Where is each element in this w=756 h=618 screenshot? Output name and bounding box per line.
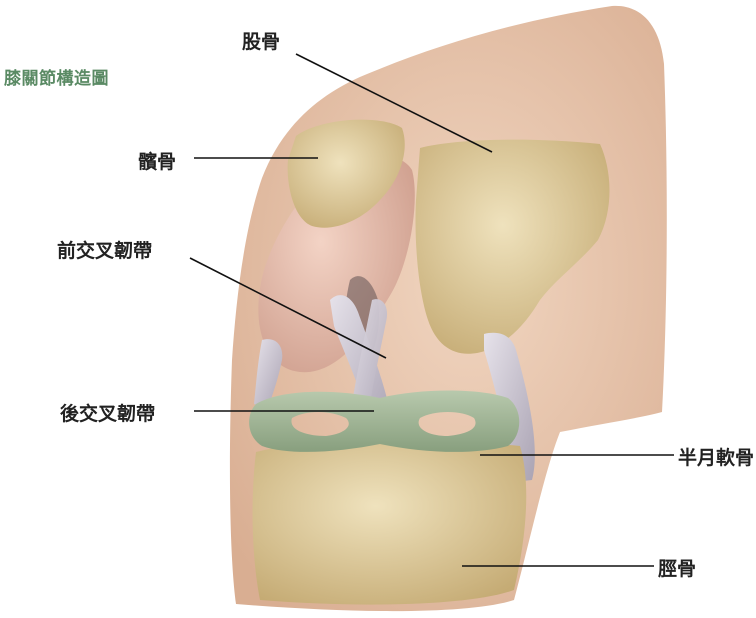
label-patella: 髕骨 bbox=[138, 147, 176, 174]
label-acl: 前交叉韌帶 bbox=[57, 236, 152, 263]
tibia-shape bbox=[253, 440, 527, 604]
page-title: 膝關節構造圖 bbox=[4, 64, 109, 89]
label-meniscus: 半月軟骨 bbox=[678, 443, 754, 470]
meniscus-shape bbox=[249, 391, 519, 452]
label-femur: 股骨 bbox=[242, 27, 280, 54]
label-tibia: 脛骨 bbox=[658, 554, 696, 581]
label-pcl: 後交叉韌帶 bbox=[60, 399, 155, 426]
